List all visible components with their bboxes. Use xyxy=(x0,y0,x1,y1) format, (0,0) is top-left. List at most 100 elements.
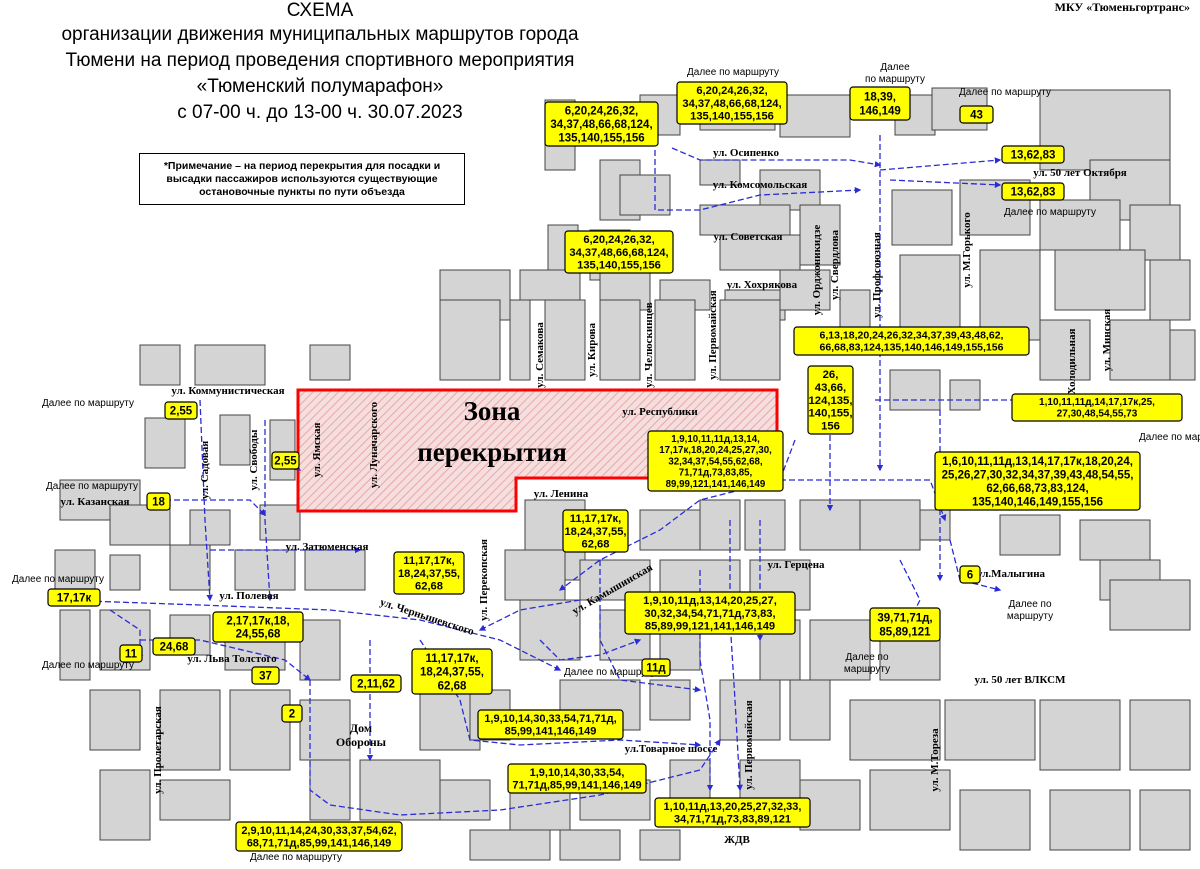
title-line-3: Тюмени на период проведения спортивного … xyxy=(65,50,575,71)
route-number-box: 2,17,17к,18,24,55,68 xyxy=(212,611,304,643)
route-box-line: 156 xyxy=(821,420,840,432)
route-box-line: 124,135, xyxy=(809,395,853,407)
route-number-box: 11д xyxy=(641,658,671,677)
route-number-box: 6,20,24,26,32,34,37,48,66,68,124,135,140… xyxy=(676,81,788,125)
route-box-line: 13,62,83 xyxy=(1011,149,1056,161)
route-box-frame xyxy=(393,551,465,595)
detour-route-line xyxy=(879,157,1002,171)
city-block xyxy=(719,299,781,381)
further-route-label: Далее по маршруту xyxy=(564,667,656,678)
route-box-line: 27,30,48,54,55,73 xyxy=(1057,409,1138,420)
city-block xyxy=(891,189,953,246)
route-box-frame xyxy=(1001,145,1065,164)
street-label: ул. Луначарского xyxy=(368,401,380,488)
city-block xyxy=(194,344,266,386)
city-block xyxy=(899,254,961,336)
street-label: ул. Хохрякова xyxy=(727,279,798,291)
street-label: ул. Кирова xyxy=(586,323,598,377)
route-box-line: 85,89,121 xyxy=(879,627,931,639)
city-block xyxy=(139,344,181,386)
route-box-line: 6 xyxy=(967,569,973,581)
street-label: ул. Холодильная xyxy=(1066,329,1078,412)
route-box-frame xyxy=(281,704,303,723)
street-label: ул. Ленина xyxy=(534,488,589,500)
route-box-frame xyxy=(807,365,854,435)
detour-route-line xyxy=(199,399,213,602)
route-box-line: 62,68 xyxy=(438,680,467,692)
route-box-frame xyxy=(959,565,981,584)
route-box-line: 2,11,62 xyxy=(357,678,395,690)
street-label: ул. 50 лет ВЛКСМ xyxy=(975,674,1067,686)
route-number-box: 6,20,24,26,32,34,37,48,66,68,124,135,140… xyxy=(564,230,674,274)
city-block xyxy=(1039,199,1121,251)
route-box-line: 34,37,48,66,68,124, xyxy=(569,247,668,259)
city-block xyxy=(809,619,871,681)
route-box-line: 140,155, xyxy=(809,408,853,420)
route-box-frame xyxy=(544,101,659,147)
route-box-line: 135,140,146,149,155,156 xyxy=(972,496,1103,508)
note-line: высадки пассажиров используются существу… xyxy=(166,173,438,185)
street-label: ул. Комсомольская xyxy=(713,179,808,191)
route-box-line: 24,55,68 xyxy=(236,628,281,640)
route-box-line: 18,24,37,55, xyxy=(398,568,460,580)
route-box-line: 11д xyxy=(646,662,666,674)
city-block xyxy=(999,514,1061,556)
city-block xyxy=(54,549,96,596)
route-number-box: 1,10,11,11д,14,17,17к,25,27,30,48,54,55,… xyxy=(1011,393,1183,422)
note-line: *Примечание – на период перекрытия для п… xyxy=(163,160,441,172)
route-box-frame xyxy=(934,451,1141,511)
street-label: ул. Челюскинцев xyxy=(643,302,655,388)
route-box-line: 1,9,10,14,30,33,54, xyxy=(530,767,625,779)
city-block xyxy=(1039,699,1121,771)
route-box-line: 6,13,18,20,24,26,32,34,37,39,43,48,62, xyxy=(820,330,1004,342)
route-box-frame xyxy=(647,430,784,492)
route-number-box: 1,9,10,14,30,33,54,71,71д,85,99,141,146,… xyxy=(477,709,624,740)
street-label: ЖДВ xyxy=(724,834,750,846)
route-box-line: 43,66, xyxy=(815,382,846,394)
city-block xyxy=(789,679,831,741)
route-box-frame xyxy=(152,637,196,656)
route-box-line: 34,37,48,66,68,124, xyxy=(682,98,781,110)
city-block xyxy=(654,299,696,381)
route-box-line: 24,68 xyxy=(160,641,189,653)
route-box-frame xyxy=(562,509,629,553)
street-label: ул. Минская xyxy=(1101,309,1113,372)
city-block xyxy=(189,509,231,546)
street-label: ул. Полевая xyxy=(219,590,278,602)
city-block xyxy=(1109,319,1171,381)
route-box-line: 6,20,24,26,32, xyxy=(696,85,767,97)
street-label: ул. Льва Толстого xyxy=(187,653,277,665)
city-block xyxy=(1129,699,1191,771)
route-number-box: 2 xyxy=(281,704,303,723)
street-label: ул. Ямская xyxy=(311,423,323,478)
route-box-line: 13,62,83 xyxy=(1011,186,1056,198)
route-box-line: 34,37,48,66,68,124, xyxy=(550,119,652,131)
route-number-box: 1,9,10,11д,13,14,20,25,27,30,32,34,54,71… xyxy=(624,591,796,635)
city-block xyxy=(144,417,186,469)
route-box-line: 30,32,34,54,71,71д,73,83, xyxy=(644,608,775,620)
route-number-box: 26,43,66,124,135,140,155,156 xyxy=(807,365,854,435)
route-box-line: 32,34,37,54,55,62,68, xyxy=(668,456,763,467)
detour-route-line xyxy=(309,680,721,816)
city-block xyxy=(299,619,341,681)
city-block xyxy=(599,299,641,381)
further-route-label: Далее по маршруту xyxy=(12,574,104,585)
route-box-line: 135,140,155,156 xyxy=(558,132,644,144)
route-box-line: 2 xyxy=(289,708,295,720)
city-block xyxy=(109,504,171,546)
city-block xyxy=(169,544,211,591)
route-box-line: 1,10,11,11д,14,17,17к,25, xyxy=(1039,397,1155,408)
route-box-frame xyxy=(849,86,911,121)
detour-route-line xyxy=(478,599,581,631)
route-box-line: 17,17к xyxy=(57,592,92,604)
place-label-dom-oborony: Дом Обороны xyxy=(336,721,387,749)
route-number-box: 11,17,17к,18,24,37,55,62,68 xyxy=(411,648,493,695)
street-label: ул. Пролетарская xyxy=(152,706,164,794)
route-box-line: 1,6,10,11,11д,13,14,17,17к,18,20,24, xyxy=(942,456,1133,468)
city-block xyxy=(669,759,711,801)
city-block xyxy=(799,204,841,266)
street-label: ул.Товарное шоссе xyxy=(625,743,718,755)
